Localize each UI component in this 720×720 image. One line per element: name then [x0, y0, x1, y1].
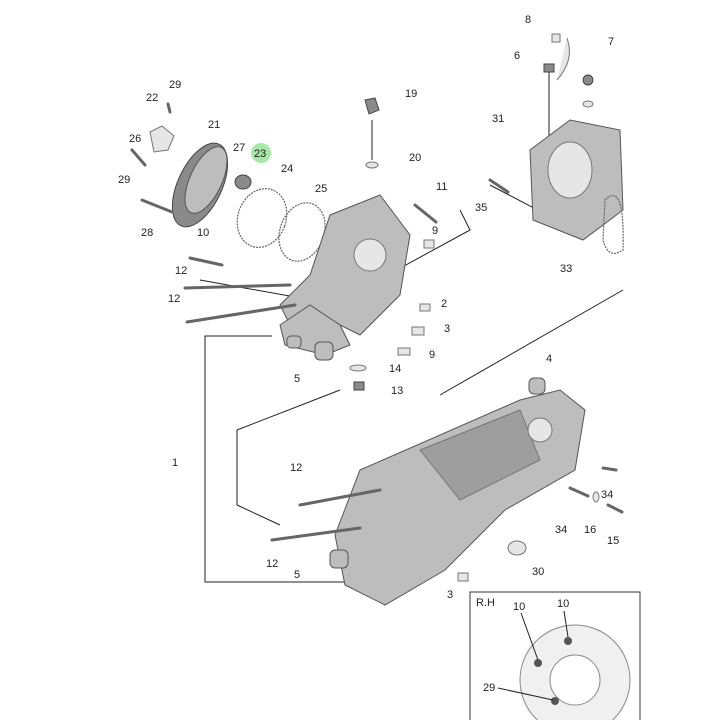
part-label[interactable]: 28	[141, 227, 153, 239]
part-label-highlighted[interactable]: 23	[254, 148, 266, 160]
callout-labels: 8 7 6 19 29 22 26 21 27 23 24 25 20 11 3…	[118, 14, 619, 601]
highlight-marker	[251, 143, 271, 163]
part-label[interactable]: 4	[546, 353, 552, 365]
part-label[interactable]: 3	[447, 589, 453, 601]
part-label[interactable]: 30	[532, 566, 544, 578]
inset-label: 29	[483, 682, 495, 694]
part-label[interactable]: 34	[555, 524, 567, 536]
part-label[interactable]: 22	[146, 92, 158, 104]
rh-inset: R.H 10 10 29	[469, 591, 641, 720]
part-label[interactable]: 15	[607, 535, 619, 547]
part-label[interactable]: 12	[175, 265, 187, 277]
part-label[interactable]: 5	[294, 569, 300, 581]
part-label[interactable]: 12	[266, 558, 278, 570]
part-label[interactable]: 9	[432, 225, 438, 237]
part-label[interactable]: 29	[169, 79, 181, 91]
part-label[interactable]: 25	[315, 183, 327, 195]
part-label[interactable]: 12	[168, 293, 180, 305]
part-label[interactable]: 12	[290, 462, 302, 474]
inset-label: 10	[557, 598, 569, 610]
inset-title: R.H	[476, 597, 495, 609]
crankcase-lower	[270, 377, 624, 606]
part-label[interactable]: 20	[409, 152, 421, 164]
part-label[interactable]: 19	[405, 88, 417, 100]
part-label[interactable]: 24	[281, 163, 293, 175]
crankcase-cover	[130, 102, 326, 262]
part-label[interactable]: 16	[584, 524, 596, 536]
crankcase-upper	[183, 97, 438, 391]
part-label[interactable]: 5	[294, 373, 300, 385]
part-label[interactable]: 11	[436, 181, 447, 193]
part-label[interactable]: 35	[475, 202, 487, 214]
part-label[interactable]: 14	[389, 363, 401, 375]
part-label[interactable]: 13	[391, 385, 403, 397]
part-label[interactable]: 7	[608, 36, 614, 48]
part-label[interactable]: 29	[118, 174, 130, 186]
part-label[interactable]: 34	[601, 489, 613, 501]
part-label[interactable]: 26	[129, 133, 141, 145]
part-label[interactable]: 33	[560, 263, 572, 275]
part-label[interactable]: 8	[525, 14, 531, 26]
part-label[interactable]: 6	[514, 50, 520, 62]
part-label[interactable]: 27	[233, 142, 245, 154]
cylinder-head	[488, 33, 624, 254]
part-label[interactable]: 9	[429, 349, 435, 361]
inset-label: 10	[513, 601, 525, 613]
part-label[interactable]: 1	[172, 457, 178, 469]
part-label[interactable]: 21	[208, 119, 220, 131]
part-label[interactable]: 3	[444, 323, 450, 335]
part-label[interactable]: 2	[441, 298, 447, 310]
part-label[interactable]: 10	[197, 227, 209, 239]
part-label[interactable]: 31	[492, 113, 504, 125]
